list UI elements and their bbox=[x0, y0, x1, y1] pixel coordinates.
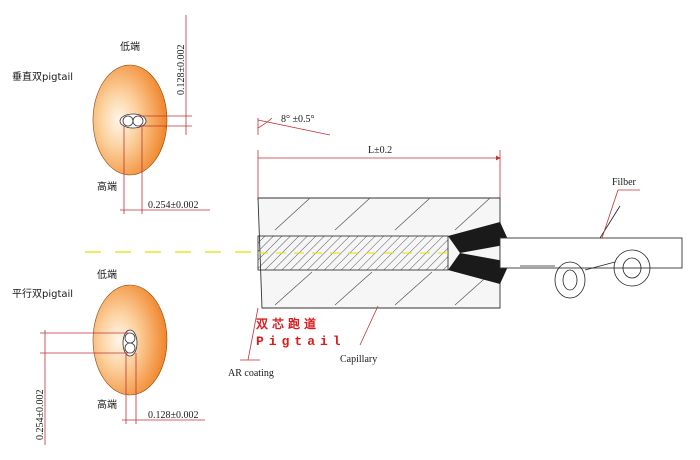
fiber-loop-1 bbox=[554, 261, 586, 299]
top-low-end-label: 低端 bbox=[120, 40, 140, 53]
product-title-en: Pigtail bbox=[256, 334, 346, 349]
length-label: L±0.2 bbox=[368, 145, 392, 156]
fiber-jacket bbox=[499, 237, 683, 269]
bottom-core-upper bbox=[124, 332, 136, 344]
ar-coating-label: AR coating bbox=[228, 368, 274, 379]
top-core-right bbox=[132, 115, 144, 127]
fiber-label: Filber bbox=[612, 177, 637, 188]
top-ferrule-group: 垂直双pigtail 低端 高端 0.128±0.002 0.254±0.002 bbox=[12, 15, 210, 214]
top-view-title: 垂直双pigtail bbox=[12, 70, 73, 83]
bottom-ferrule-group: 平行双pigtail 低端 高端 0.254±0.002 0.128±0.002 bbox=[12, 268, 205, 445]
top-high-end-label: 高端 bbox=[97, 180, 117, 193]
top-pitch-dim-label: 0.128±0.002 bbox=[176, 45, 187, 96]
bottom-high-end-label: 高端 bbox=[97, 398, 117, 411]
angle-label: 8° ±0.5° bbox=[281, 114, 315, 125]
glue-cone-upper bbox=[448, 222, 510, 253]
fiber-loop-2 bbox=[613, 249, 651, 287]
bottom-low-end-label: 低端 bbox=[97, 268, 117, 281]
bottom-pitch-dim-label: 0.254±0.002 bbox=[35, 390, 46, 441]
bottom-view-title: 平行双pigtail bbox=[12, 287, 73, 300]
bottom-core-lower bbox=[124, 342, 136, 354]
capillary-label: Capillary bbox=[340, 354, 377, 365]
top-width-dim-label: 0.254±0.002 bbox=[148, 200, 199, 211]
product-title-cn: 双芯跑道 bbox=[256, 316, 320, 331]
side-view-group: 8° ±0.5° L±0.2 bbox=[228, 114, 683, 379]
capillary-hatch bbox=[274, 197, 493, 306]
glue-cone-lower bbox=[448, 253, 510, 284]
top-core-left bbox=[122, 115, 134, 127]
bottom-width-dim-label: 0.128±0.002 bbox=[148, 410, 199, 421]
